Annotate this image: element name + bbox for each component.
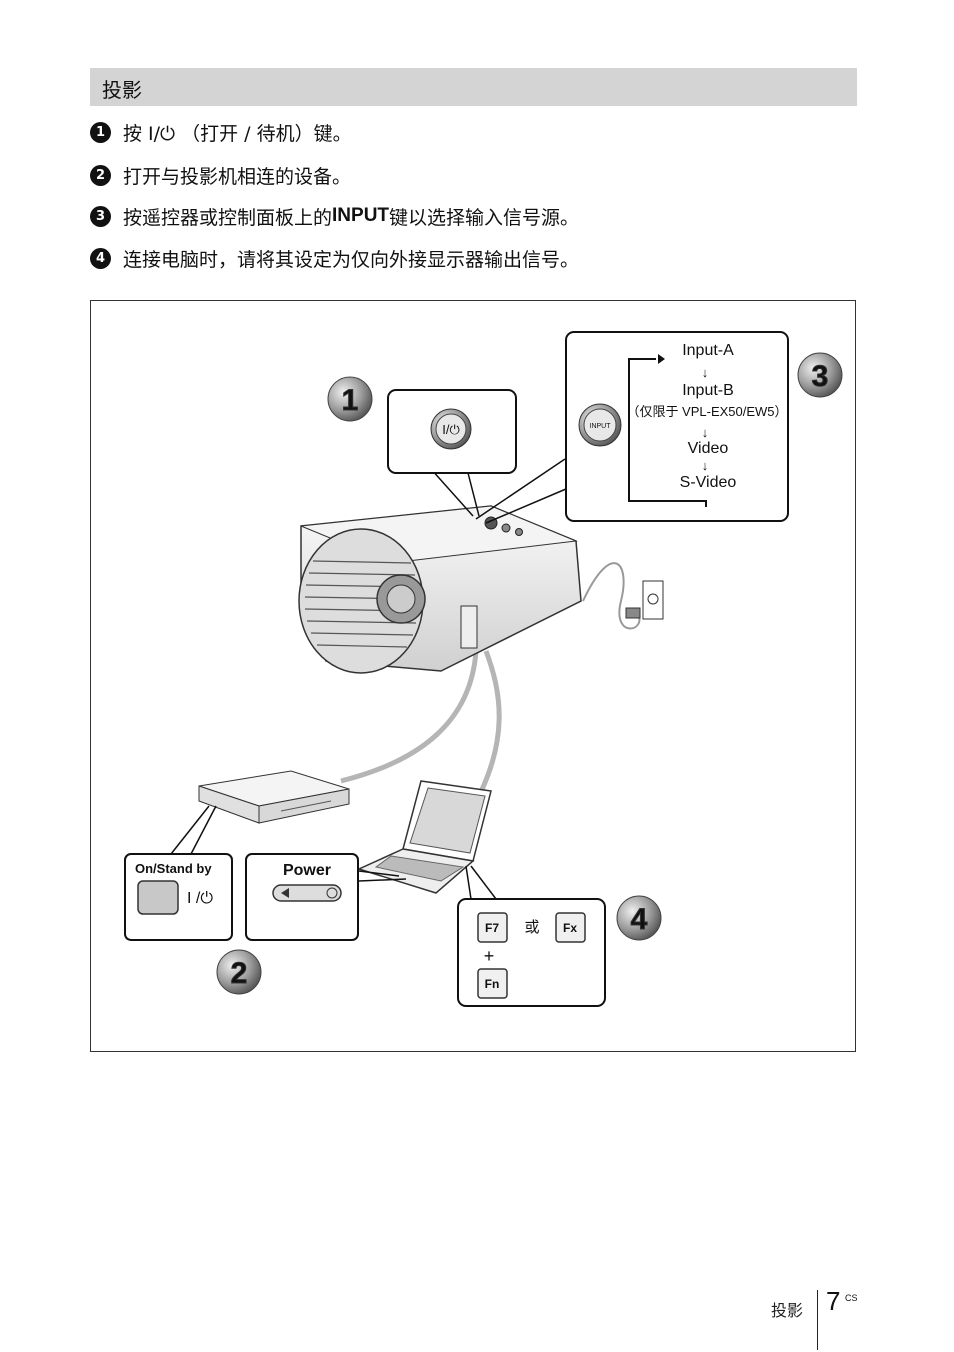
callout-ball-2: 2 xyxy=(216,949,262,995)
callout-ball-3: 3 xyxy=(797,352,843,398)
callout-number: 2 xyxy=(231,957,248,990)
step-number: 2 xyxy=(90,164,111,186)
video-label: Video xyxy=(688,440,729,457)
dvd-player xyxy=(198,770,350,824)
dvd-cable xyxy=(340,650,479,784)
page-number: 7 xyxy=(826,1286,841,1316)
step-text: 打开与投影机相连的设备。 xyxy=(123,165,352,188)
callout-number: 1 xyxy=(342,384,359,417)
step-number: 3 xyxy=(90,205,111,227)
plus-sign: + xyxy=(484,946,495,966)
step-number: 1 xyxy=(90,121,111,143)
dvd-power-callout: On/Stand by I /⏻ xyxy=(124,853,233,941)
power-label: Power xyxy=(283,862,331,879)
on-standby-label: On/Stand by xyxy=(135,861,212,876)
callout-leaders xyxy=(170,458,574,900)
wall-outlet xyxy=(625,580,664,620)
section-header: 投影 xyxy=(90,68,857,106)
section-title: 投影 xyxy=(102,78,142,102)
connection-illustration: I/⏻ INPUT Input-A ↓ Input-B （仅限于 VPL-EX5… xyxy=(90,300,856,1052)
step-2: 2 打开与投影机相连的设备。 xyxy=(90,161,351,189)
power-cord xyxy=(582,562,641,630)
footer-divider xyxy=(817,1290,818,1350)
illustration-svg: I/⏻ INPUT Input-A ↓ Input-B （仅限于 VPL-EX5… xyxy=(124,331,843,1007)
step-3: 3 按遥控器或控制面板上的 INPUT 键以选择输入信号源。 xyxy=(90,202,579,230)
step-text: 按 I/⏻ （打开 / 待机）键。 xyxy=(123,122,352,145)
callout-number: 4 xyxy=(631,903,648,936)
callout-ball-4: 4 xyxy=(616,895,662,941)
input-a-label: Input-A xyxy=(682,342,734,359)
sequence-arrow: ↓ xyxy=(702,365,709,380)
on-standby-symbol: I /⏻ xyxy=(187,890,213,907)
s-video-label: S-Video xyxy=(680,474,737,491)
input-button-label: INPUT xyxy=(590,423,612,430)
step-number: 4 xyxy=(90,247,111,269)
step-text: 按遥控器或控制面板上的 xyxy=(123,206,333,229)
input-b-note: （仅限于 VPL-EX50/EW5） xyxy=(626,404,787,419)
laptop-power-callout: Power xyxy=(245,853,359,941)
projector xyxy=(298,505,582,674)
callout-number: 3 xyxy=(812,360,829,393)
or-text: 或 xyxy=(524,919,539,936)
step-4: 4 连接电脑时，请将其设定为仅向外接显示器输出信号。 xyxy=(90,244,579,272)
footer-section-label: 投影 xyxy=(771,1301,804,1320)
callout-ball-1: 1 xyxy=(327,376,373,422)
laptop-cable xyxy=(468,650,502,813)
sequence-arrow: ↓ xyxy=(702,458,709,473)
input-b-label: Input-B xyxy=(682,382,734,399)
function-key-callout: F7 或 Fx + Fn xyxy=(457,898,606,1007)
page-language-suffix: CS xyxy=(845,1293,858,1303)
f7-key-label: F7 xyxy=(485,921,499,935)
input-key-name: INPUT xyxy=(332,205,390,226)
step-text-tail: 键以选择输入信号源。 xyxy=(389,206,580,229)
step-text: 连接电脑时，请将其设定为仅向外接显示器输出信号。 xyxy=(123,248,580,271)
power-button-callout: I/⏻ xyxy=(387,389,517,474)
step-1: 1 按 I/⏻ （打开 / 待机）键。 xyxy=(90,118,352,146)
laptop xyxy=(356,780,492,894)
fn-key-label: Fn xyxy=(485,977,500,991)
power-button-label: I/⏻ xyxy=(442,422,460,437)
input-sequence-callout: INPUT Input-A ↓ Input-B （仅限于 VPL-EX50/EW… xyxy=(565,331,789,522)
fx-key-label: Fx xyxy=(563,921,577,935)
sequence-arrow: ↓ xyxy=(702,425,709,440)
